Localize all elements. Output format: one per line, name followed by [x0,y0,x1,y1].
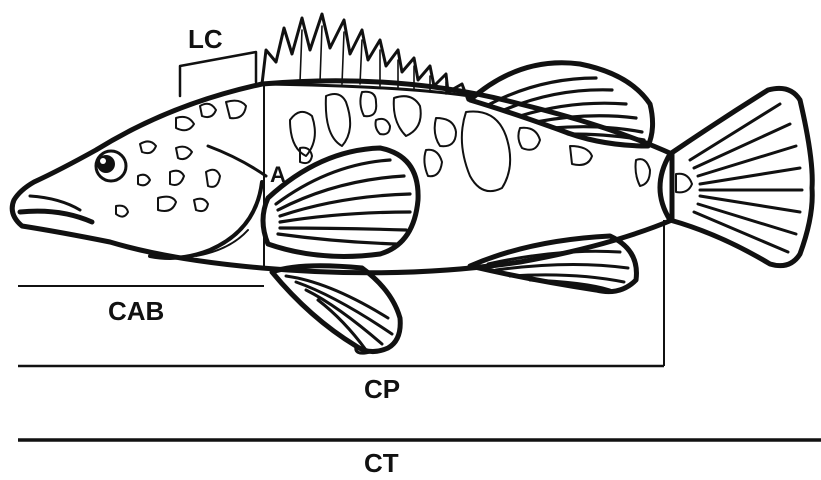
gill-cover [150,182,262,258]
head-length-label: LC [188,24,223,54]
caudal-fin [660,88,812,265]
pectoral-fin [263,148,418,256]
head-body-length-label: CAB [108,296,164,326]
mouth [20,196,92,222]
body-spots [116,92,692,217]
standard-length-label: CP [364,374,400,404]
eye [96,151,126,181]
pelvic-fin [272,266,400,353]
total-length-label: CT [364,448,399,478]
point-a-label: A [270,162,286,187]
